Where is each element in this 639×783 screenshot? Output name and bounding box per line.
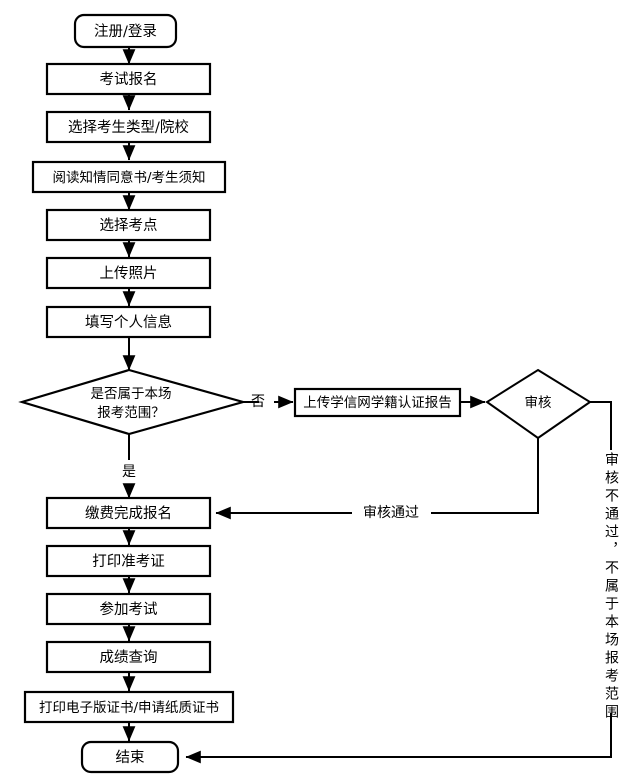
connector-review-pass-to-pay xyxy=(215,438,539,520)
edge-label-yes: 是 xyxy=(122,464,136,480)
node-start-label: 注册/登录 xyxy=(94,23,157,40)
node-end[interactable]: 结束 xyxy=(80,740,180,774)
node-take-exam-label: 参加考试 xyxy=(100,601,158,618)
node-print-cert[interactable]: 打印电子版证书/申请纸质证书 xyxy=(23,690,235,724)
node-print-admission-label: 打印准考证 xyxy=(92,553,165,570)
connector-review-fail-to-end xyxy=(185,401,612,764)
node-upload-report[interactable]: 上传学信网学籍认证报告 xyxy=(293,387,462,418)
node-review[interactable]: 审核 xyxy=(485,368,592,440)
node-upload-photo[interactable]: 上传照片 xyxy=(45,256,212,290)
node-fill-info-label: 填写个人信息 xyxy=(85,314,172,331)
node-check-score[interactable]: 成绩查询 xyxy=(45,640,212,674)
node-review-label: 审核 xyxy=(525,395,552,411)
node-select-site[interactable]: 选择考点 xyxy=(45,208,212,242)
edge-label-review-pass: 审核通过 xyxy=(363,505,419,521)
node-upload-report-label: 上传学信网学籍认证报告 xyxy=(303,394,452,411)
node-start[interactable]: 注册/登录 xyxy=(73,13,178,49)
node-pay-complete-label: 缴费完成报名 xyxy=(85,505,172,522)
node-decision-scope-label-line2: 报考范围？ xyxy=(97,405,165,421)
node-print-admission[interactable]: 打印准考证 xyxy=(45,544,212,578)
node-take-exam[interactable]: 参加考试 xyxy=(45,592,212,626)
node-select-type[interactable]: 选择考生类型/院校 xyxy=(45,110,212,144)
node-check-score-label: 成绩查询 xyxy=(100,649,158,666)
node-print-cert-label: 打印电子版证书/申请纸质证书 xyxy=(39,699,219,716)
edge-label-review-fail: 审核不通过，不属于本场报考范围 xyxy=(603,452,619,722)
node-read-consent-label: 阅读知情同意书/考生须知 xyxy=(52,169,205,186)
node-select-type-label: 选择考生类型/院校 xyxy=(68,119,189,136)
node-end-label: 结束 xyxy=(116,749,145,766)
node-read-consent[interactable]: 阅读知情同意书/考生须知 xyxy=(31,160,227,194)
node-pay-complete[interactable]: 缴费完成报名 xyxy=(45,496,212,530)
node-decision-scope[interactable]: 是否属于本场 报考范围？ xyxy=(18,368,248,436)
node-fill-info[interactable]: 填写个人信息 xyxy=(45,305,212,339)
node-select-site-label: 选择考点 xyxy=(100,217,158,234)
node-decision-scope-label-line1: 是否属于本场 xyxy=(91,386,172,402)
node-exam-signup-label: 考试报名 xyxy=(100,71,158,88)
node-upload-photo-label: 上传照片 xyxy=(100,265,158,282)
edge-label-no: 否 xyxy=(251,394,265,410)
node-exam-signup[interactable]: 考试报名 xyxy=(45,62,212,96)
